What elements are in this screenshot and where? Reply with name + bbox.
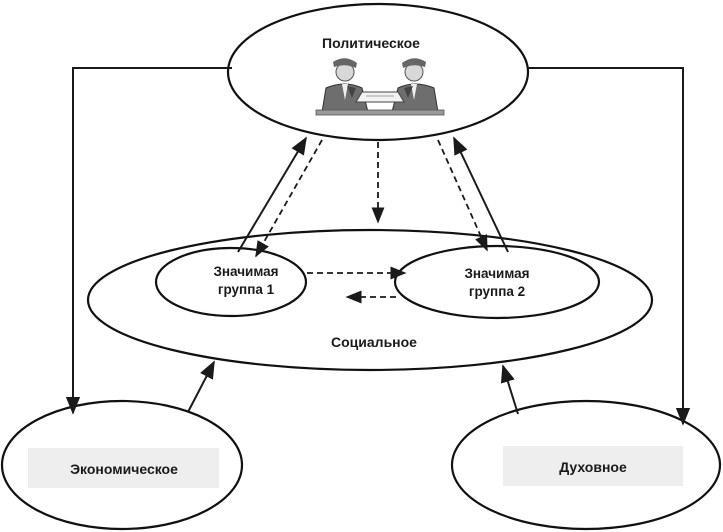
economic-label-box [28, 448, 219, 488]
arrow-spiritual-to-social [500, 364, 519, 415]
politicians-at-desk-icon [315, 58, 445, 116]
arrow-group2-to-political [453, 136, 509, 253]
group1-label-line2: группа 1 [218, 282, 275, 297]
economic-label: Экономическое [70, 461, 178, 477]
spiritual-label: Духовное [559, 459, 627, 475]
political-ellipse [226, 2, 530, 142]
group2-ellipse [393, 244, 601, 320]
arrow-group1-to-political [237, 136, 307, 253]
arrow-political-to-economic [65, 67, 232, 415]
arrow-economic-to-social [187, 360, 215, 413]
arrow-political-to-spiritual [528, 67, 691, 426]
group2-label-line1: Значимая [464, 266, 529, 281]
group1-ellipse [154, 246, 308, 318]
group2-label-line2: группа 2 [469, 284, 525, 299]
group1-label-line1: Значимая [213, 264, 278, 279]
spiritual-label-box [503, 446, 683, 486]
social-label: Социальное [331, 334, 417, 350]
arrow-political-to-group1 [255, 139, 323, 258]
political-label: Политическое [322, 35, 420, 51]
arrow-political-to-group2 [437, 139, 488, 252]
